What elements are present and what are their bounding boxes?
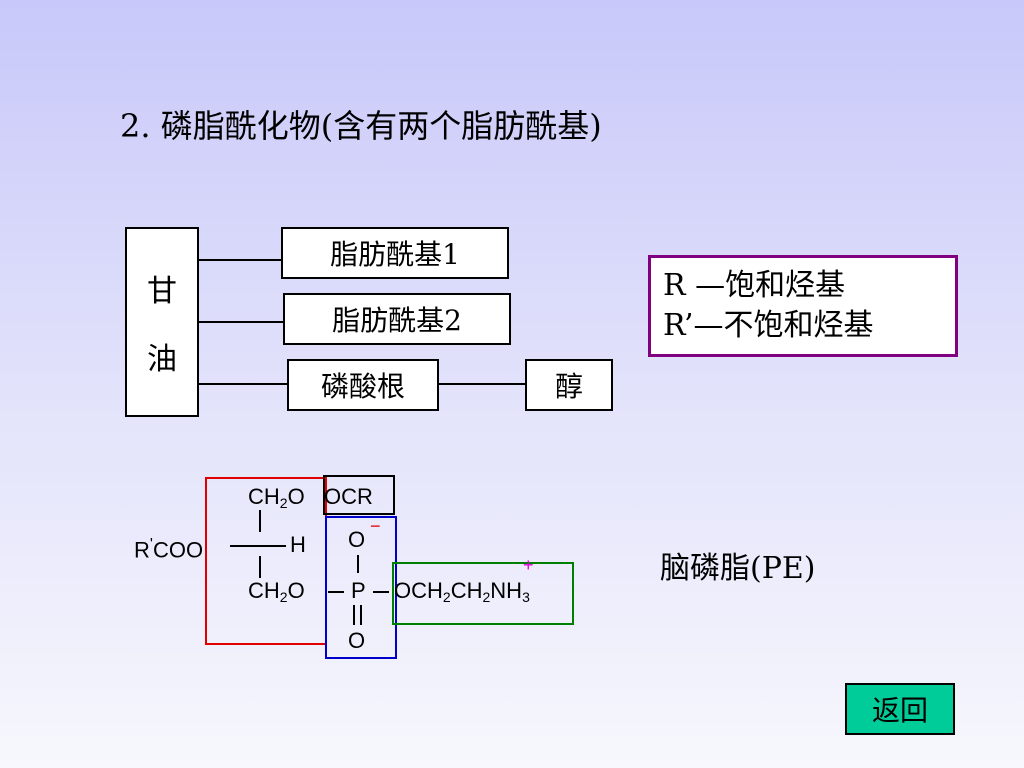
fatty-acyl-2-box: 脂肪酰基2 — [283, 293, 511, 345]
glycerol-box: 甘 油 — [125, 227, 199, 417]
ethanolamine-group: OCH2CH2NH3 — [394, 578, 530, 605]
alcohol-box: 醇 — [525, 359, 613, 411]
legend-unsaturated: R’—不饱和烃基 — [663, 308, 874, 343]
bond-o-p — [328, 591, 344, 593]
back-button[interactable]: 返回 — [845, 683, 955, 735]
acyl-ester-frame — [323, 475, 395, 515]
bond-c2-c3 — [259, 556, 261, 578]
phosphate-frame — [325, 516, 397, 659]
pe-label: 脑磷脂(PE) — [660, 551, 816, 586]
double-bond-left — [353, 605, 355, 625]
glycerol-label-top: 甘 — [147, 274, 177, 309]
legend-saturated: R —饱和烃基 — [663, 268, 846, 303]
left-rcoo: R'COO — [134, 536, 204, 563]
double-bond-right — [360, 605, 362, 625]
phosphate-box: 磷酸根 — [287, 359, 439, 411]
top-ch2o: CH2O — [248, 484, 305, 511]
top-acyl-ocr: OCR — [324, 484, 373, 509]
h-atom: H — [290, 532, 306, 557]
page-title: 2. 磷脂酰化物(含有两个脂肪酰基) — [120, 107, 602, 145]
connector-phosphate — [199, 383, 287, 385]
connector-acyl-2 — [199, 321, 283, 323]
connector-acyl-1 — [199, 259, 281, 261]
ethanolamine-frame — [392, 562, 574, 625]
phosphate-o-bottom: O — [348, 628, 366, 653]
phosphate-o-top: O — [348, 527, 366, 552]
phosphorus-atom: P — [351, 578, 366, 603]
positive-charge: + — [523, 555, 534, 575]
bond-c1-c2 — [259, 510, 261, 532]
negative-charge: − — [370, 516, 381, 536]
glycerol-label-bottom: 油 — [147, 342, 177, 377]
bond-ester-c2 — [230, 545, 286, 547]
bond-p-o-right — [373, 591, 389, 593]
fatty-acyl-1-box: 脂肪酰基1 — [281, 227, 509, 279]
bottom-ch2o: CH2O — [248, 578, 305, 605]
connector-alcohol — [439, 383, 525, 385]
legend-box: R —饱和烃基 R’—不饱和烃基 — [648, 255, 958, 357]
bond-p-o-top — [357, 555, 359, 573]
